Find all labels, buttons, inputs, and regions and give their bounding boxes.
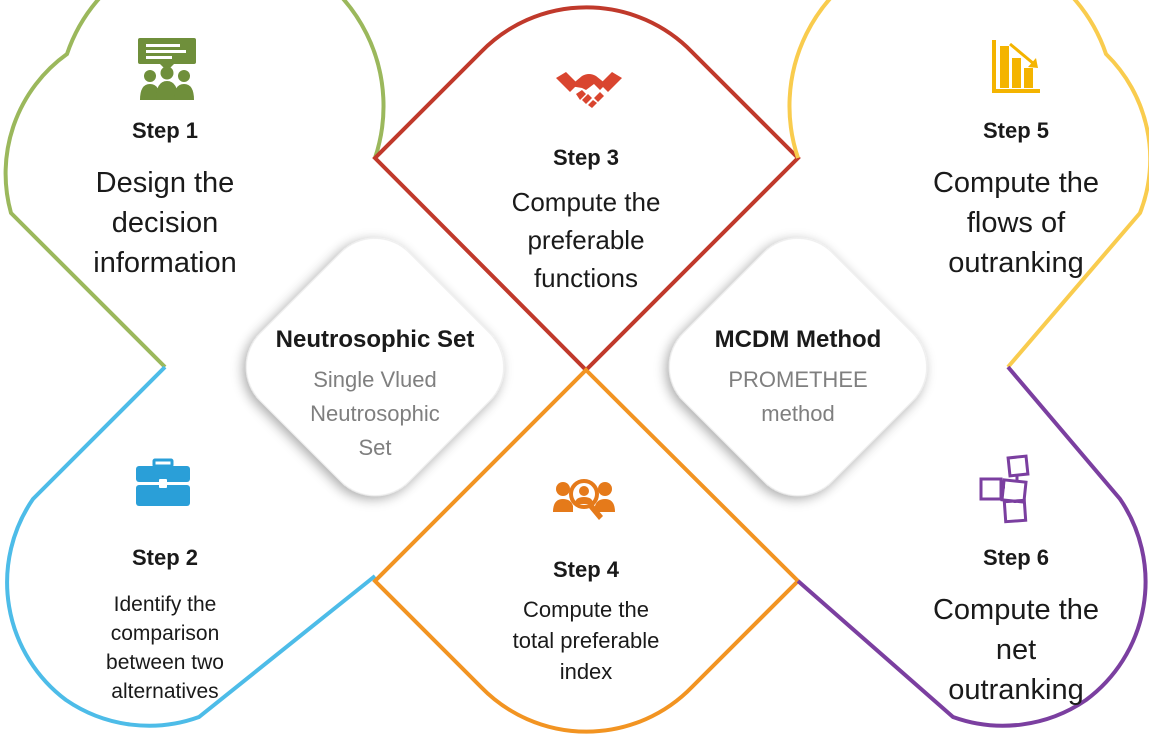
neutrosophic-set-description: Single Vlued Neutrosophic Set xyxy=(275,363,475,465)
step4-line: index xyxy=(559,659,613,684)
meeting-presentation-icon xyxy=(138,38,196,100)
step6-line: outranking xyxy=(948,674,1084,706)
step1-title: Step 1 xyxy=(131,118,199,143)
step2-title: Step 2 xyxy=(131,545,199,570)
step6-line: net xyxy=(995,634,1037,666)
step4-outline xyxy=(372,367,801,734)
step5-description: Compute the flows of outranking xyxy=(906,163,1126,283)
step5-line: outranking xyxy=(948,247,1084,279)
step6-title: Step 6 xyxy=(982,545,1050,570)
mcdm-line: method xyxy=(761,401,835,426)
step3-title: Step 3 xyxy=(552,145,620,170)
step2-line: comparison xyxy=(110,622,220,645)
step6-line: Compute the xyxy=(932,594,1100,626)
mcdm-method-title: MCDM Method xyxy=(714,326,882,353)
step6-description: Compute the net outranking xyxy=(906,590,1126,710)
step3-line: functions xyxy=(533,263,639,293)
mcdm-line: PROMETHEE xyxy=(728,367,868,392)
step6-outline xyxy=(796,365,1148,728)
step5-line: Compute the xyxy=(932,167,1100,199)
neutrosophic-set-title: Neutrosophic Set xyxy=(275,326,475,353)
sticky-notes-icon xyxy=(979,454,1030,524)
center-card-neutrosophic xyxy=(245,237,505,497)
neutrosophic-line: Set xyxy=(358,435,392,460)
step1-description: Design the decision information xyxy=(55,163,275,283)
people-search-icon xyxy=(553,479,615,520)
step2-outline xyxy=(5,365,377,728)
step4-title: Step 4 xyxy=(552,557,620,582)
step4-description: Compute the total preferable index xyxy=(476,594,696,687)
step5-title: Step 5 xyxy=(982,118,1050,143)
step2-line: between two xyxy=(106,651,224,674)
step2-description: Identify the comparison between two alte… xyxy=(65,590,265,706)
step1-line: information xyxy=(93,247,237,279)
step2-line: alternatives xyxy=(111,680,219,703)
step3-description: Compute the preferable functions xyxy=(471,183,701,297)
step3-line: Compute the xyxy=(511,187,661,217)
neutrosophic-line: Single Vlued xyxy=(313,367,437,392)
briefcase-icon xyxy=(136,458,190,506)
step3-outline xyxy=(372,5,801,373)
step4-line: total preferable xyxy=(512,628,660,653)
neutrosophic-line: Neutrosophic xyxy=(310,401,440,426)
step1-outline xyxy=(3,0,386,369)
bar-chart-decrease-icon xyxy=(992,40,1040,93)
step2-line: Identify the xyxy=(113,593,217,616)
step3-line: preferable xyxy=(527,225,645,255)
step5-line: flows of xyxy=(966,207,1066,239)
step4-line: Compute the xyxy=(523,597,649,622)
handshake-icon xyxy=(556,72,622,108)
center-card-mcdm xyxy=(668,237,928,497)
mcdm-method-description: PROMETHEE method xyxy=(698,363,898,431)
step1-line: Design the xyxy=(95,167,235,199)
step5-outline xyxy=(787,0,1149,369)
step1-line: decision xyxy=(111,207,219,239)
